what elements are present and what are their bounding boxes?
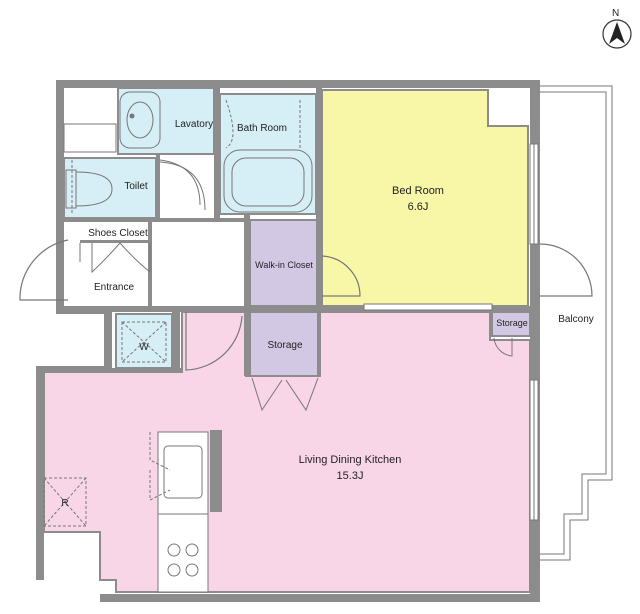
bed-room-label: Bed Room [392, 185, 444, 197]
entrance-door [19, 239, 69, 301]
fridge-label: R [61, 498, 68, 509]
kitchen-counter [149, 431, 209, 593]
bath-room-label: Bath Room [237, 123, 287, 134]
balcony-area [540, 85, 613, 561]
ldk-size: 15.3J [337, 470, 364, 482]
storage-small-label: Storage [496, 318, 528, 328]
washer-label: W [139, 342, 149, 353]
compass: N [602, 8, 632, 49]
washer-box [121, 321, 167, 363]
balcony-door [539, 243, 593, 297]
fridge-box [43, 477, 87, 527]
toilet-fill [63, 157, 157, 219]
lavatory-label: Lavatory [175, 119, 213, 130]
small-storage-door [493, 337, 513, 357]
shoes-closet-doors [79, 242, 151, 274]
windows [363, 143, 539, 521]
compass-north-label: N [612, 8, 619, 19]
bed-room-size: 6.6J [408, 201, 429, 213]
balcony-label: Balcony [558, 314, 594, 325]
ldk-label: Living Dining Kitchen [299, 454, 402, 466]
toilet-bowl [65, 159, 201, 214]
storage-doors [251, 377, 319, 412]
bath-room-fill [219, 93, 317, 215]
bathtub [223, 99, 313, 213]
lavatory-fixtures [63, 91, 206, 211]
walk-in-closet-door [321, 255, 361, 297]
walk-in-closet-label: Walk-in Closet [255, 260, 313, 270]
storage-center-label: Storage [267, 340, 302, 351]
room-labels: Lavatory Bath Room Toilet Shoes Closet E… [61, 119, 593, 509]
lavatory-fill [117, 87, 215, 155]
shoes-closet-label: Shoes Closet [88, 228, 148, 239]
ldk-door [185, 312, 243, 371]
entrance-label: Entrance [94, 282, 134, 293]
toilet-label: Toilet [124, 181, 148, 192]
